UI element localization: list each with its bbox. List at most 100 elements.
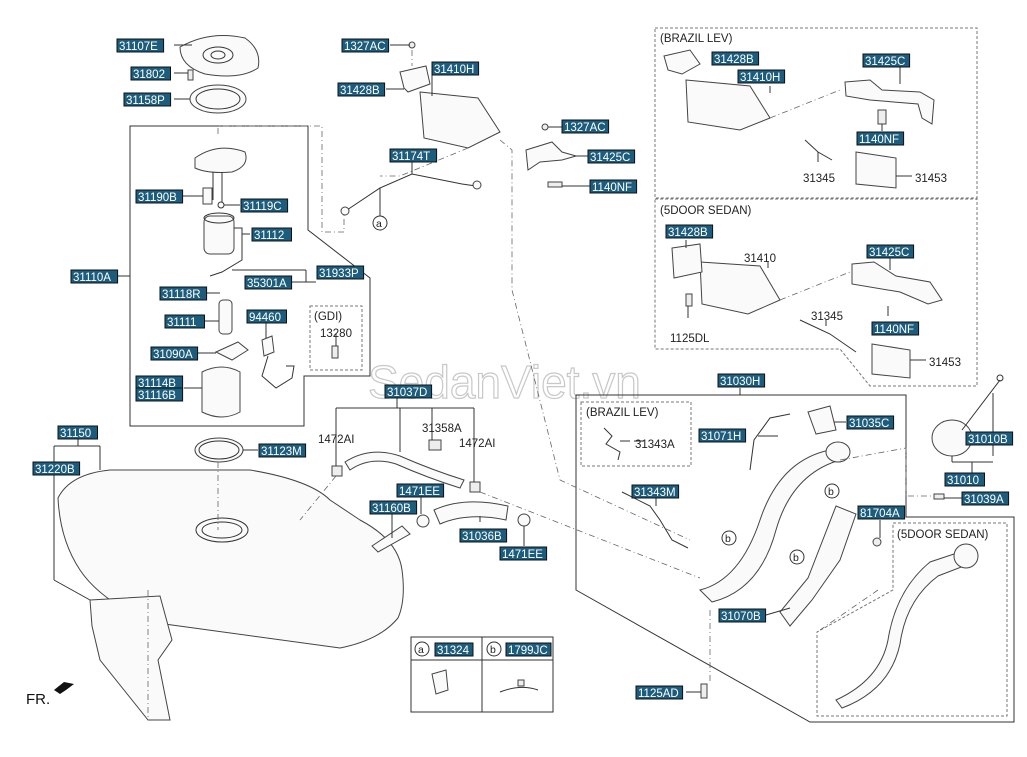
part-label-31933p[interactable]: 31933P — [316, 265, 365, 280]
part-label-31010b[interactable]: 31010B — [965, 431, 1014, 446]
part-label-31425c-sedan[interactable]: 31425C — [866, 244, 915, 259]
part-label-31345-brazil[interactable]: 31345 — [803, 173, 835, 185]
part-label-box — [251, 227, 292, 242]
part-label-31158p[interactable]: 31158P — [123, 92, 172, 107]
fuel-sender-part — [261, 335, 275, 357]
part-label-31119c[interactable]: 31119C — [240, 198, 289, 213]
clip-left-part — [331, 465, 343, 477]
part-label-box — [135, 387, 184, 402]
part-label-31118r[interactable]: 31118R — [159, 286, 208, 301]
part-number-text: 1327AC — [344, 41, 386, 53]
part-label-1472ai-left[interactable]: 1472AI — [318, 434, 354, 446]
part-number-text: 31123M — [261, 446, 302, 458]
part-number-text: 31802 — [133, 69, 165, 81]
part-number-text: 31150 — [60, 428, 91, 440]
part-label-box — [150, 346, 199, 361]
part-label-31345-sedan[interactable]: 31345 — [811, 311, 843, 323]
part-label-13280[interactable]: 13280 — [320, 328, 352, 340]
part-label-31123m[interactable]: 31123M — [258, 443, 307, 458]
part-number-text: 31410H — [434, 64, 474, 76]
screw-31039a-part — [933, 493, 945, 500]
part-label-31070b[interactable]: 31070B — [718, 608, 767, 623]
pressure-regulator-part — [202, 187, 213, 205]
part-label-1125dl[interactable]: 1125DL — [670, 333, 710, 345]
part-number-text: 31111 — [167, 317, 196, 329]
part-label-1140nf-sedan[interactable]: 1140NF — [871, 321, 920, 336]
part-label-31010[interactable]: 31010 — [944, 472, 985, 487]
part-number-text: 31343A — [635, 439, 675, 451]
part-label-box — [240, 198, 289, 213]
part-number-text: 31010B — [968, 434, 1008, 446]
part-label-31343a[interactable]: 31343A — [635, 439, 675, 451]
filler-cap-housing-part — [807, 405, 837, 435]
part-label-1140nf-mid[interactable]: 1140NF — [589, 179, 638, 194]
brazil-filter-part — [855, 151, 897, 189]
part-label-35301a[interactable]: 35301A — [244, 275, 293, 290]
part-label-31174t[interactable]: 31174T — [389, 148, 438, 163]
part-label-31111[interactable]: 31111 — [164, 314, 205, 329]
part-label-31802[interactable]: 31802 — [130, 66, 171, 81]
part-label-31039a[interactable]: 31039A — [961, 491, 1010, 506]
pump-assembly-frame — [129, 125, 371, 427]
part-label-31150[interactable]: 31150 — [57, 425, 98, 440]
part-label-1471ee-top[interactable]: 1471EE — [396, 483, 445, 498]
part-label-31116b[interactable]: 31116B — [135, 387, 184, 402]
brazil-lev-canister-title: (BRAZIL LEV) — [660, 33, 733, 45]
part-label-31425c-mid[interactable]: 31425C — [587, 149, 636, 164]
part-label-31428b-brazil[interactable]: 31428B — [711, 51, 760, 66]
part-label-1140nf-brazil[interactable]: 1140NF — [856, 131, 905, 146]
part-label-81704a[interactable]: 81704A — [857, 505, 906, 520]
part-label-1327ac-top[interactable]: 1327AC — [341, 38, 390, 53]
part-label-box — [635, 685, 684, 700]
part-label-31190b[interactable]: 31190B — [135, 189, 184, 204]
part-label-31425c-brazil[interactable]: 31425C — [862, 53, 911, 68]
brazil-canister-part — [685, 79, 771, 131]
part-label-box — [665, 224, 714, 239]
part-label-1472ai-right[interactable]: 1472AI — [459, 438, 495, 450]
part-label-94460[interactable]: 94460 — [246, 309, 287, 324]
part-label-31112[interactable]: 31112 — [251, 227, 292, 242]
legend-entry-a: a 31324 — [414, 641, 474, 657]
part-label-31358a[interactable]: 31358A — [422, 423, 462, 435]
part-label-31110a[interactable]: 31110A — [70, 269, 119, 284]
part-label-31090a[interactable]: 31090A — [150, 346, 199, 361]
part-label-31343m[interactable]: 31343M — [631, 484, 680, 499]
part-label-box — [396, 483, 445, 498]
part-number-text: 1472AI — [459, 438, 495, 450]
part-label-31410-sedan[interactable]: 31410 — [744, 253, 776, 265]
part-label-31453-sedan[interactable]: 31453 — [929, 357, 961, 369]
part-number-text: 31160B — [372, 503, 411, 515]
part-number-text: 13280 — [320, 328, 352, 340]
vapor-tube-part — [343, 173, 477, 213]
part-label-31114b[interactable]: 31114B — [135, 375, 184, 390]
legend-table — [410, 636, 554, 713]
part-number-text: 1140NF — [859, 134, 899, 146]
part-label-31071h[interactable]: 31071H — [698, 428, 747, 443]
part-label-box — [871, 321, 920, 336]
part-label-1125ad[interactable]: 1125AD — [635, 685, 684, 700]
part-label-31428b-top[interactable]: 31428B — [337, 82, 386, 97]
part-label-31428b-sedan[interactable]: 31428B — [665, 224, 714, 239]
part-label-31036b[interactable]: 31036B — [459, 528, 508, 543]
part-label-31220b[interactable]: 31220B — [32, 461, 81, 476]
part-label-31030h[interactable]: 31030H — [717, 373, 766, 388]
sedan-filler-title: (5DOOR SEDAN) — [897, 529, 989, 541]
pump-flange-part — [194, 147, 247, 173]
brazil-long-bracket-part — [844, 79, 935, 125]
part-label-31037d[interactable]: 31037D — [384, 384, 433, 399]
part-label-31035c[interactable]: 31035C — [846, 415, 895, 430]
part-label-31410h-top[interactable]: 31410H — [431, 61, 480, 76]
part-label-box — [70, 269, 119, 284]
part-label-box — [32, 461, 81, 476]
part-label-31410h-brazil[interactable]: 31410H — [737, 69, 786, 84]
part-label-1327ac-mid[interactable]: 1327AC — [561, 119, 610, 134]
part-number-text: 35301A — [247, 278, 287, 290]
part-label-31107e[interactable]: 31107E — [116, 38, 165, 53]
svg-text:1799JC: 1799JC — [508, 645, 548, 657]
part-label-31160b[interactable]: 31160B — [369, 500, 418, 515]
svg-text:b: b — [793, 552, 799, 564]
part-label-31453-brazil[interactable]: 31453 — [915, 173, 947, 185]
part-label-box — [384, 384, 433, 399]
brazil-lev-filler-title: (BRAZIL LEV) — [586, 407, 659, 419]
part-label-1471ee-bottom[interactable]: 1471EE — [499, 546, 548, 561]
